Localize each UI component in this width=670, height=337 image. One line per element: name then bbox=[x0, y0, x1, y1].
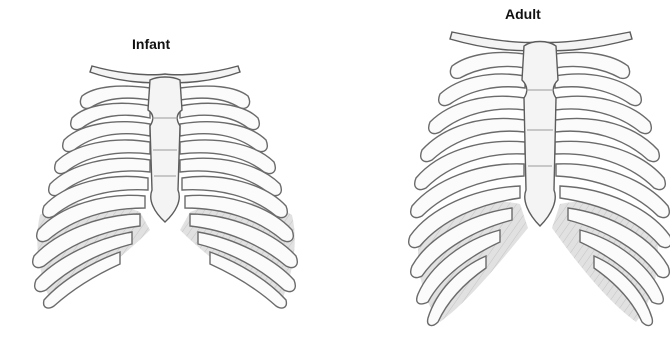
infant-ribcage bbox=[33, 66, 298, 308]
adult-ribcage bbox=[409, 32, 670, 325]
adult-sternum bbox=[522, 42, 558, 227]
infant-sternum bbox=[148, 77, 182, 222]
